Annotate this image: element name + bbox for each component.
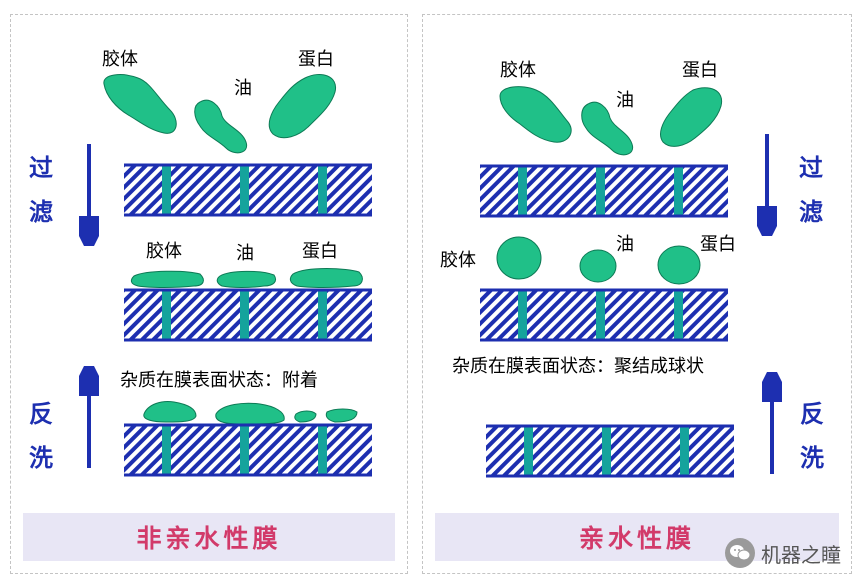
up-arrow-icon bbox=[762, 372, 782, 474]
side-label-filter: 过 滤 bbox=[799, 154, 823, 226]
watermark-text: 机器之瞳 bbox=[761, 542, 841, 567]
residue-deposit bbox=[143, 401, 197, 423]
surface-state-label: 杂质在膜表面状态：附着 bbox=[120, 370, 318, 391]
up-arrow-icon bbox=[79, 366, 99, 468]
residue-deposit bbox=[294, 410, 317, 423]
protein-label: 蛋白 bbox=[298, 49, 334, 70]
caption-band: 非亲水性膜 bbox=[23, 513, 395, 561]
residue-deposit bbox=[325, 408, 358, 423]
protein-label: 蛋白 bbox=[682, 60, 718, 81]
colloid-deposit bbox=[130, 270, 204, 288]
oil-ball bbox=[579, 249, 617, 283]
membrane bbox=[124, 288, 372, 342]
side-label-filter: 过 滤 bbox=[29, 154, 53, 226]
oil-particle bbox=[194, 99, 248, 154]
surface-state-label: 杂质在膜表面状态：聚结成球状 bbox=[452, 356, 704, 377]
protein-deposit bbox=[289, 268, 363, 288]
panel-caption: 非亲水性膜 bbox=[136, 524, 282, 553]
protein-label: 蛋白 bbox=[302, 241, 338, 262]
membrane bbox=[480, 164, 728, 218]
oil-label: 油 bbox=[236, 243, 254, 264]
watermark: 机器之瞳 bbox=[725, 538, 841, 568]
membrane bbox=[124, 163, 372, 217]
colloid-ball bbox=[496, 236, 542, 280]
protein-ball bbox=[657, 245, 701, 285]
colloid-label: 胶体 bbox=[500, 60, 536, 81]
colloid-label: 胶体 bbox=[102, 49, 138, 70]
oil-deposit bbox=[216, 270, 277, 288]
colloid-particle bbox=[499, 86, 572, 143]
wechat-icon bbox=[725, 538, 755, 568]
down-arrow-icon bbox=[79, 144, 99, 246]
down-arrow-icon bbox=[757, 134, 777, 236]
membrane bbox=[480, 288, 728, 342]
oil-particle bbox=[581, 101, 634, 156]
membrane bbox=[486, 424, 734, 478]
oil-label: 油 bbox=[234, 78, 252, 99]
side-label-backwash: 反 洗 bbox=[800, 400, 824, 472]
residue-deposit bbox=[215, 402, 285, 425]
colloid-particle bbox=[103, 74, 177, 134]
caption-band: 亲水性膜 bbox=[435, 513, 839, 561]
membrane bbox=[124, 423, 372, 477]
panel-caption: 亲水性膜 bbox=[578, 524, 695, 553]
colloid-label: 胶体 bbox=[146, 241, 182, 262]
protein-particle bbox=[660, 87, 723, 147]
protein-particle bbox=[268, 74, 337, 139]
oil-label: 油 bbox=[616, 234, 634, 255]
protein-label: 蛋白 bbox=[700, 234, 736, 255]
oil-label: 油 bbox=[616, 90, 634, 111]
side-label-backwash: 反 洗 bbox=[29, 400, 53, 472]
colloid-label: 胶体 bbox=[440, 250, 476, 271]
